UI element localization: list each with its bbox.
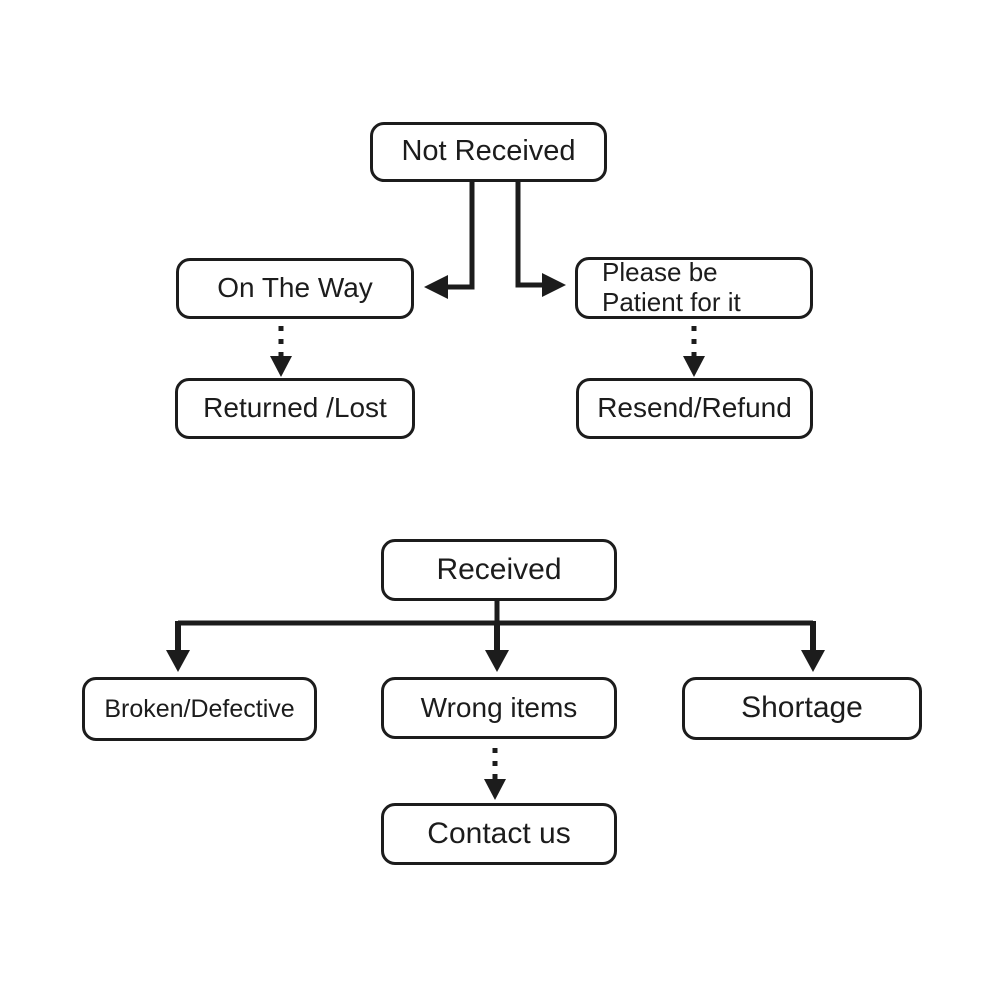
- edge-wrong-items-to-contact-us: [484, 748, 506, 800]
- node-label: Received: [436, 552, 562, 586]
- node-label: Shortage: [741, 691, 863, 725]
- node-label: On The Way: [217, 272, 373, 304]
- node-shortage: Shortage: [682, 677, 922, 740]
- node-label: Not Received: [401, 135, 576, 168]
- node-label-line2: Patient for it: [602, 287, 741, 317]
- edge-on-the-way-to-returned-lost: [270, 326, 292, 377]
- edge-not-received-to-on-the-way: [424, 181, 475, 299]
- edge-received-to-wrong-items: [485, 621, 509, 672]
- edge-received-to-broken-defective: [166, 621, 190, 672]
- node-label: Contact us: [427, 816, 571, 850]
- node-label: Wrong items: [420, 691, 578, 723]
- node-label: Resend/Refund: [597, 392, 792, 424]
- node-returned-lost: Returned /Lost: [175, 378, 415, 439]
- edge-please-be-patient-to-resend-refund: [683, 326, 705, 377]
- node-wrong-items: Wrong items: [381, 677, 617, 739]
- node-on-the-way: On The Way: [176, 258, 414, 319]
- node-label-line1: Please be: [602, 257, 718, 288]
- node-contact-us: Contact us: [381, 803, 617, 865]
- node-not-received: Not Received: [370, 122, 607, 182]
- node-received: Received: [381, 539, 617, 601]
- node-resend-refund: Resend/Refund: [576, 378, 813, 439]
- edge-received-trunk: [178, 600, 813, 626]
- node-please-be-patient: Please be Patient for it: [575, 257, 813, 319]
- node-label: Returned /Lost: [203, 392, 387, 424]
- node-label: Broken/Defective: [104, 694, 295, 723]
- node-broken-defective: Broken/Defective: [82, 677, 317, 741]
- edge-not-received-to-please-be-patient: [515, 181, 566, 297]
- edge-received-to-shortage: [801, 621, 825, 672]
